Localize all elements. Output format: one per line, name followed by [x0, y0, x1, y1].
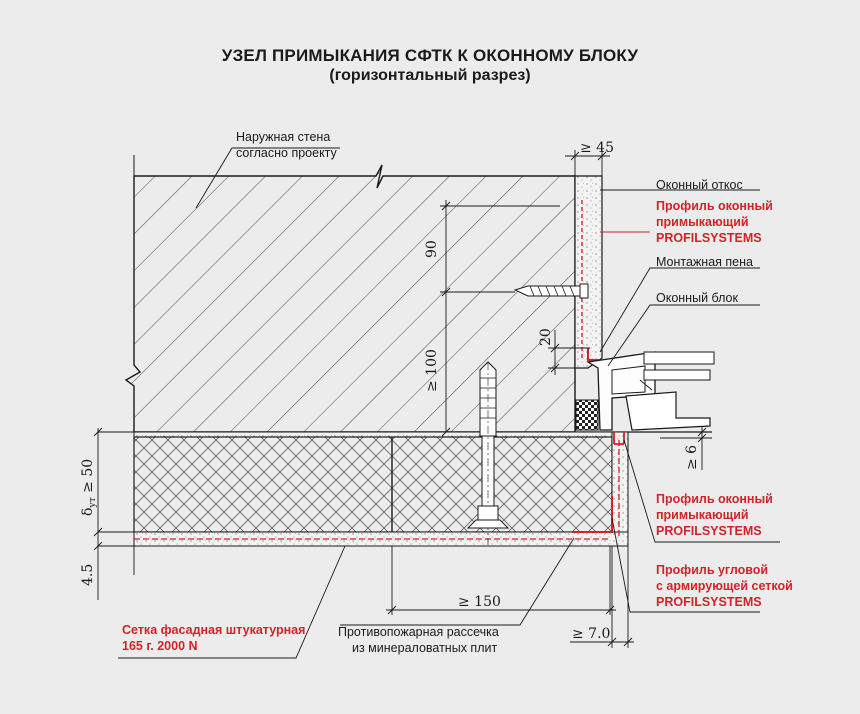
insulation-dowel: [466, 361, 510, 545]
label-outer-wall-2: согласно проекту: [236, 146, 338, 160]
dim-20: 20: [538, 328, 554, 346]
label-profile-adj-top-3: PROFILSYSTEMS: [656, 231, 762, 245]
label-profile-adj-top-1: Профиль оконный: [656, 199, 773, 213]
label-profile-adj-bottom-2: примыкающий: [656, 508, 749, 522]
dim-45: ≥ 45: [580, 140, 614, 156]
label-profile-adj-top-2: примыкающий: [656, 215, 749, 229]
dimension-lines: [93, 150, 712, 648]
label-outer-wall-1: Наружная стена: [236, 130, 330, 144]
label-mounting-foam: Монтажная пена: [656, 255, 753, 269]
anchor-bolt: [513, 283, 589, 299]
label-firebreak-2: из минераловатных плит: [352, 641, 497, 655]
label-window-block: Оконный блок: [656, 291, 739, 305]
diagram-subtitle: (горизонтальный разрез): [329, 67, 531, 84]
label-profile-corner-1: Профиль угловой: [656, 563, 768, 577]
dim-7-0: ≥ 7.0: [572, 626, 610, 642]
outer-wall: [124, 155, 576, 433]
dim-90: 90: [424, 240, 440, 258]
label-profile-corner-3: PROFILSYSTEMS: [656, 595, 762, 609]
label-profile-adj-bottom-3: PROFILSYSTEMS: [656, 524, 762, 538]
dim-100: ≥ 100: [424, 349, 440, 392]
insulation-layer: [133, 431, 629, 547]
label-mesh-1: Сетка фасадная штукатурная: [122, 623, 305, 637]
dim-6: ≥ 6: [684, 445, 700, 470]
dim-insulation-thickness: δут ≥ 50: [80, 459, 98, 516]
label-window-slope: Оконный откос: [656, 178, 743, 192]
dim-150: ≥ 150: [458, 594, 501, 610]
label-mesh-2: 165 г. 2000 N: [122, 639, 198, 653]
diagram-title: УЗЕЛ ПРИМЫКАНИЯ СФТК К ОКОННОМУ БЛОКУ: [221, 46, 639, 65]
label-firebreak-1: Противопожарная рассечка: [338, 625, 499, 639]
leader-lines: [118, 147, 780, 659]
label-profile-adj-bottom-1: Профиль оконный: [656, 492, 773, 506]
window-slope: [574, 175, 603, 369]
window-block: [575, 351, 715, 433]
dim-4-5: 4.5: [80, 564, 96, 586]
label-profile-corner-2: с армирующей сеткой: [656, 579, 793, 593]
